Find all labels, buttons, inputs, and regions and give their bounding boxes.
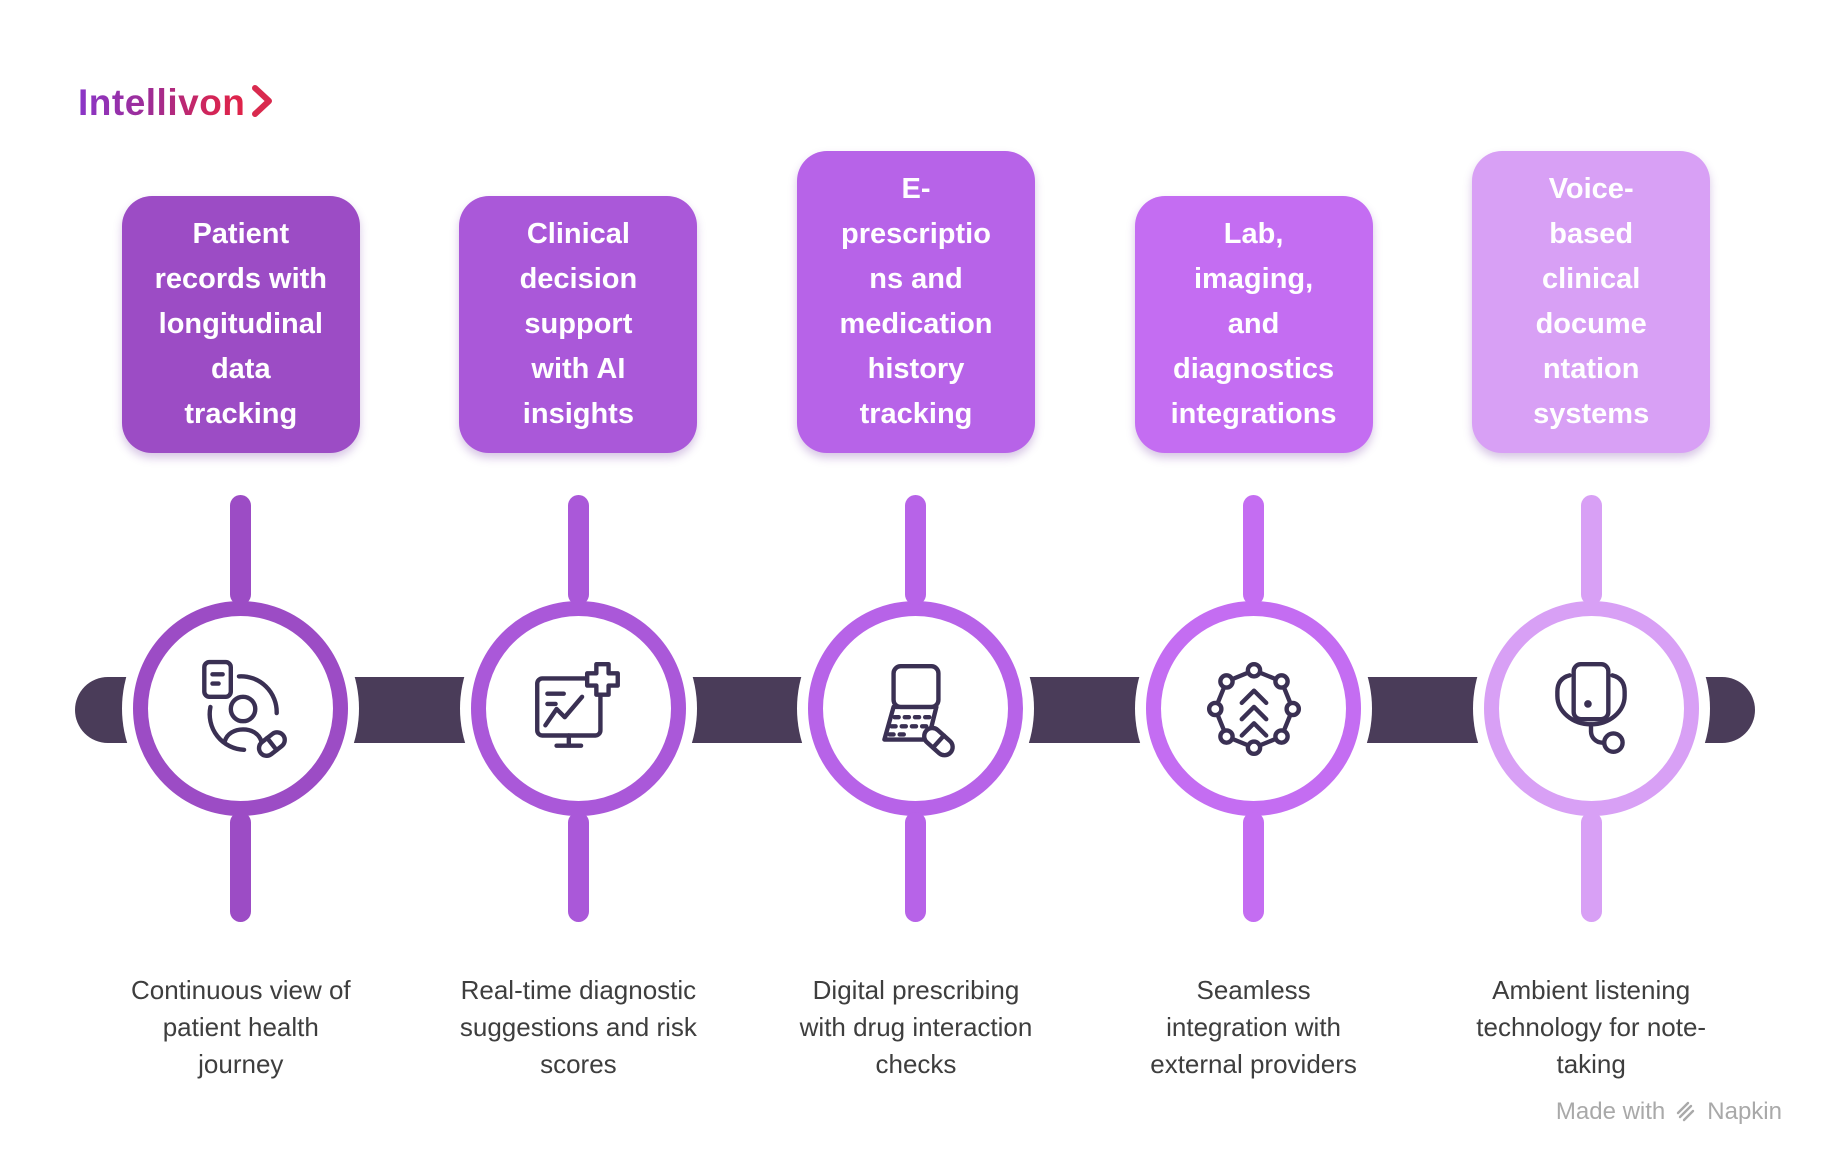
connector-stem-top bbox=[567, 495, 589, 605]
connector-stem-bottom bbox=[1243, 812, 1265, 922]
lab-integrations-icon bbox=[1206, 661, 1301, 756]
box-area: Lab, imaging, and diagnostics integratio… bbox=[1134, 143, 1373, 453]
connector-stem-bottom bbox=[230, 812, 252, 922]
box-area: Voice- based clinical docume ntation sys… bbox=[1472, 143, 1711, 453]
connector-stem-bottom bbox=[1580, 812, 1602, 922]
step-caption: Digital prescribing with drug interactio… bbox=[799, 975, 1033, 1079]
voice-documentation-icon bbox=[1555, 661, 1627, 754]
connector-stem-top bbox=[905, 495, 927, 605]
feature-box-title: Voice- based clinical docume ntation sys… bbox=[1533, 173, 1650, 430]
timeline-columns: Patient records with longitudinal data t… bbox=[72, 143, 1760, 1083]
logo-text: Intellivon bbox=[78, 82, 246, 123]
feature-box: Lab, imaging, and diagnostics integratio… bbox=[1134, 196, 1373, 453]
connector-stem-bottom bbox=[905, 812, 927, 922]
box-area: Patient records with longitudinal data t… bbox=[121, 143, 360, 453]
connector-stem-bottom bbox=[567, 812, 589, 922]
feature-box: Clinical decision support with AI insigh… bbox=[459, 196, 698, 453]
timeline-node bbox=[133, 601, 349, 816]
intellivon-logo: Intellivon bbox=[78, 82, 273, 124]
connector-stem-top bbox=[1580, 495, 1602, 605]
box-area: Clinical decision support with AI insigh… bbox=[459, 143, 698, 453]
timeline-node bbox=[808, 601, 1024, 816]
napkin-icon bbox=[1677, 1101, 1695, 1122]
patient-records-icon bbox=[201, 659, 287, 758]
feature-box-title: Patient records with longitudinal data t… bbox=[154, 218, 328, 430]
column-lab-integrations: Lab, imaging, and diagnostics integratio… bbox=[1085, 143, 1423, 1083]
step-caption: Seamless integration with external provi… bbox=[1150, 975, 1357, 1079]
logo-chevron-icon bbox=[252, 85, 273, 117]
column-clinical-decision: Clinical decision support with AI insigh… bbox=[410, 143, 748, 1083]
step-caption: Real-time diagnostic suggestions and ris… bbox=[459, 975, 697, 1079]
feature-box: Voice- based clinical docume ntation sys… bbox=[1472, 151, 1711, 453]
made-with-text: Made with bbox=[1555, 1098, 1666, 1125]
timeline-node bbox=[1146, 601, 1362, 816]
feature-box-title: Clinical decision support with AI insigh… bbox=[519, 218, 638, 430]
feature-box: Patient records with longitudinal data t… bbox=[121, 196, 360, 453]
column-voice-documentation: Voice- based clinical docume ntation sys… bbox=[1422, 143, 1760, 1083]
clinical-decision-icon bbox=[535, 661, 621, 748]
connector-stem-top bbox=[230, 495, 252, 605]
made-with-napkin: Made with Napkin bbox=[1556, 1098, 1782, 1126]
step-caption: Continuous view of patient health journe… bbox=[130, 975, 351, 1079]
feature-box-title: Lab, imaging, and diagnostics integratio… bbox=[1170, 218, 1337, 430]
column-patient-records: Patient records with longitudinal data t… bbox=[72, 143, 410, 1083]
box-area: E- prescriptio ns and medication history… bbox=[796, 143, 1035, 453]
column-e-prescriptions: E- prescriptio ns and medication history… bbox=[747, 143, 1085, 1083]
connector-stem-top bbox=[1243, 495, 1265, 605]
feature-box-title: E- prescriptio ns and medication history… bbox=[839, 173, 993, 430]
step-caption: Ambient listening technology for note- t… bbox=[1476, 975, 1707, 1079]
feature-box: E- prescriptio ns and medication history… bbox=[796, 151, 1035, 453]
timeline-node bbox=[1483, 601, 1699, 816]
timeline-node bbox=[470, 601, 686, 816]
napkin-brand-text: Napkin bbox=[1707, 1098, 1782, 1125]
e-prescriptions-icon bbox=[882, 663, 955, 757]
